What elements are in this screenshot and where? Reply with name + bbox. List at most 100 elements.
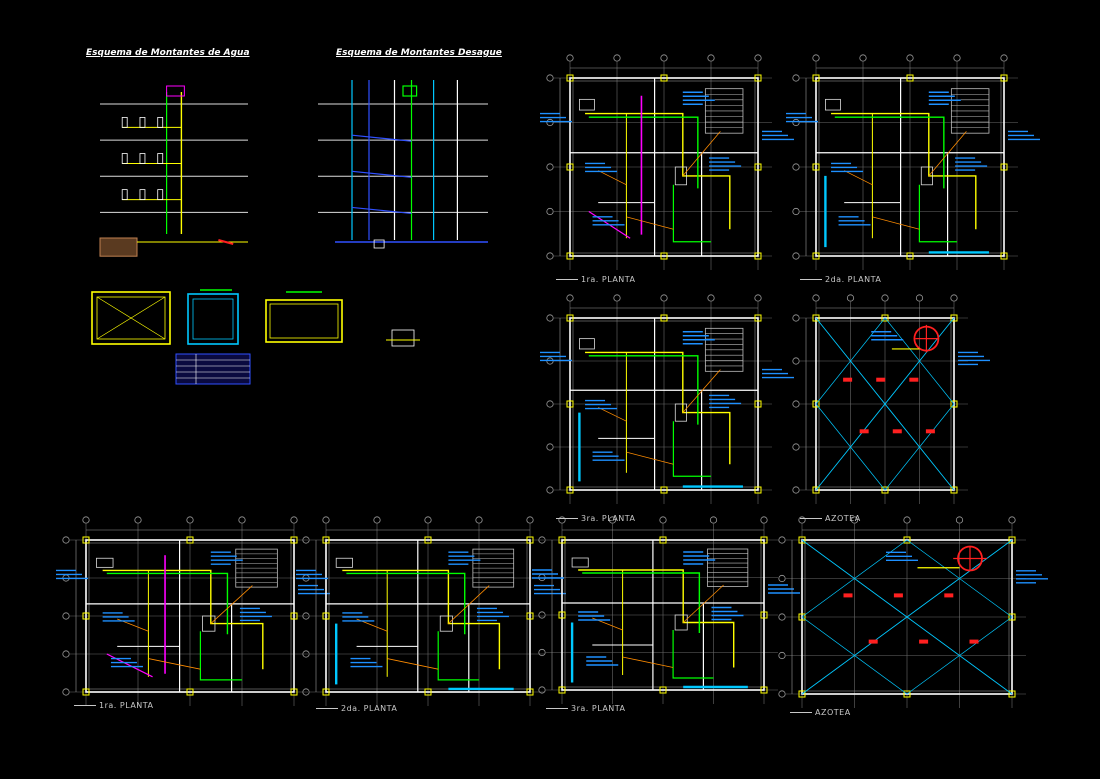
grid-bubble (538, 648, 546, 657)
tank-detail (91, 291, 171, 345)
fixture (139, 153, 146, 164)
label-top-2da-planta: 2da. PLANTA (800, 275, 881, 284)
grid-bubble (660, 54, 668, 62)
structural-column (660, 252, 668, 260)
grid-bubble (778, 536, 786, 544)
structural-column (566, 486, 574, 494)
roof-slope (815, 403, 886, 491)
roof-slope (884, 403, 955, 491)
water-pipe (102, 569, 264, 670)
grid-bubble (546, 163, 554, 171)
roof-drain (919, 639, 929, 644)
fixture (96, 557, 114, 568)
grid-bubble (538, 611, 546, 619)
structural-column (754, 314, 762, 322)
fixture (579, 98, 595, 111)
structural-column (526, 536, 534, 544)
roof-drain (969, 639, 979, 644)
leader-line (844, 170, 873, 186)
fixture (674, 403, 687, 422)
structural-column (82, 536, 90, 544)
roof-slope (801, 616, 908, 695)
grid-bubble (881, 294, 889, 302)
grid-bubble (302, 612, 310, 620)
roof-slope (906, 539, 1013, 618)
leader-line (622, 656, 674, 668)
fixture (121, 153, 128, 164)
roof-slope (906, 616, 1013, 695)
fixture (579, 338, 595, 350)
detail-box (391, 329, 415, 347)
fixture (825, 98, 841, 111)
structural-column (290, 536, 298, 544)
structural-column (322, 688, 330, 696)
structural-column (290, 612, 298, 620)
drain-pipe (588, 116, 699, 189)
exterior-wall (815, 77, 1005, 257)
fixture (121, 117, 128, 128)
structural-column (558, 686, 566, 694)
grid-bubble (82, 516, 90, 524)
structural-column (1008, 613, 1016, 621)
grid-bubble (754, 54, 762, 62)
grid-bubble (546, 486, 554, 494)
structural-column (754, 400, 762, 408)
structural-column (566, 314, 574, 322)
grid-bubble (707, 54, 715, 62)
structural-column (424, 688, 432, 696)
structural-column (906, 74, 914, 82)
grid-bubble (792, 118, 800, 127)
roof-drain (909, 377, 919, 382)
grid-bubble (322, 516, 330, 524)
meter (218, 239, 234, 245)
label-bottom-3ra-planta: 3ra. PLANTA (546, 704, 626, 713)
roof-drain (876, 377, 886, 382)
structural-column (903, 690, 911, 698)
structural-column (754, 252, 762, 260)
grid-bubble (778, 651, 786, 660)
grid-bubble (373, 516, 381, 524)
grid-bubble (546, 314, 554, 322)
roof-slope (801, 539, 1013, 695)
grid-bubble (846, 294, 855, 302)
grid-bubble (906, 54, 914, 62)
structural-column (754, 486, 762, 494)
label-bottom-azotea: AZOTEA (790, 708, 851, 717)
grid-bubble (707, 294, 715, 302)
grid-bubble (955, 516, 964, 524)
grid-bubble (709, 516, 718, 524)
structural-column (660, 314, 668, 322)
grid-bubble (546, 74, 554, 82)
grid-bubble (302, 688, 310, 696)
leader-line (148, 658, 201, 670)
tank-section (187, 293, 239, 345)
structural-column (760, 536, 768, 544)
structural-column (1000, 163, 1008, 171)
tank-detail (96, 296, 166, 340)
grid-bubble (792, 163, 800, 171)
grid-bubble (812, 54, 820, 62)
register-box (373, 239, 385, 249)
grid-bubble (238, 516, 246, 524)
leader-line (682, 131, 721, 177)
structural-column (322, 612, 330, 620)
grid-bubble (475, 516, 483, 524)
structural-column (754, 163, 762, 171)
drain-pipe (834, 116, 945, 189)
leader-line (682, 584, 724, 623)
structural-column (526, 612, 534, 620)
grid-bubble (1000, 54, 1008, 62)
grid-bubble (546, 252, 554, 260)
drain-pipe (199, 631, 242, 681)
leader-line (872, 216, 920, 230)
grid-bubble (62, 612, 70, 620)
grid-bubble (792, 207, 800, 216)
grid-bubble (62, 650, 70, 658)
drain-pipe (106, 572, 229, 635)
structural-column (186, 536, 194, 544)
grid-bubble (792, 252, 800, 260)
structural-column (186, 688, 194, 696)
fixture (202, 615, 216, 632)
grid-bubble (660, 294, 668, 302)
roof-drain (925, 429, 935, 434)
